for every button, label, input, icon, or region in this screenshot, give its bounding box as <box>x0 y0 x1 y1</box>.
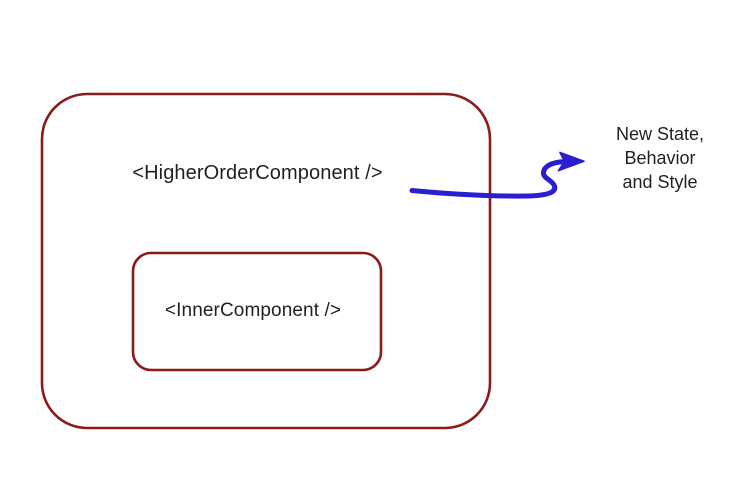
inner-component-label: <InnerComponent /> <box>164 300 342 321</box>
inner-component-box <box>131 251 383 372</box>
outer-component-label: <HigherOrderComponent /> <box>132 162 383 184</box>
annotation-line-1: New State, <box>615 124 705 144</box>
annotation-line-2: Behavior <box>624 148 696 168</box>
curved-arrow-shaft <box>409 159 566 199</box>
annotation-line-3: and Style <box>622 172 698 192</box>
annotation-text: New State, Behavior and Style <box>594 122 726 194</box>
curved-arrow-head <box>557 151 585 172</box>
curved-arrow <box>409 151 585 199</box>
